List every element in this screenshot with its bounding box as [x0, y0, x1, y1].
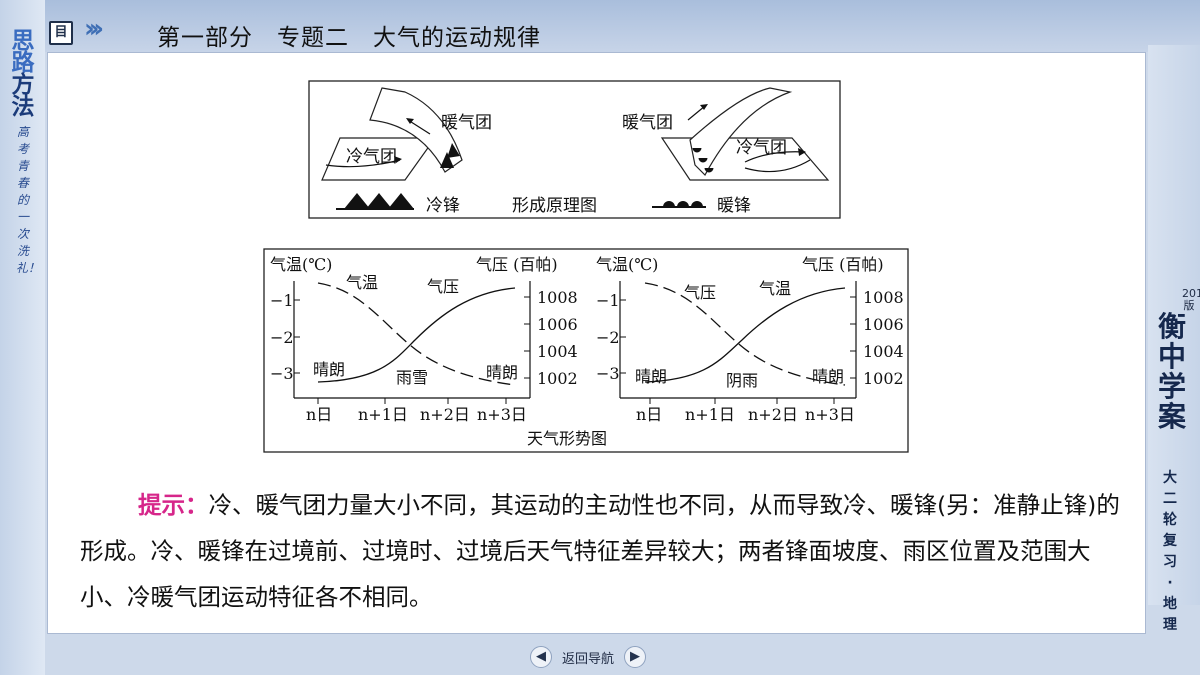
brand-title: 衡中学案 — [1157, 310, 1186, 433]
hint-paragraph: 提示：冷、暖气团力量大小不同，其运动的主动性也不同，从而导致冷、暖锋(另：准静止… — [80, 482, 1120, 620]
content-panel — [47, 52, 1146, 634]
left-sidebar — [0, 0, 45, 675]
back-to-nav-link[interactable]: 返回导航 — [562, 651, 615, 667]
left-side-branding: 思 路 方 法 高考青春的一次洗礼！ — [3, 27, 43, 277]
edition-year: 2019版 — [1182, 287, 1200, 312]
next-arrow-icon[interactable]: ▶ — [624, 646, 647, 668]
right-sidebar — [1148, 45, 1200, 605]
front-figure: 冷气团 暖气团 暖气团 冷气团 冷锋 形成原理图 暖锋 天气形势图 气温(℃) … — [263, 80, 909, 453]
cold-mass-label: 冷气团 — [346, 147, 397, 167]
side-big-char-3: 方 — [11, 71, 35, 98]
left-y-left-label: 气温(℃) — [270, 255, 332, 274]
right-x-tick-4: n+3日 — [805, 405, 855, 424]
bottom-figure-caption: 天气形势图 — [527, 429, 607, 448]
right-tick-y1: −1 — [596, 291, 620, 310]
left-x-tick-4: n+3日 — [477, 405, 527, 424]
cold-mass-label-right: 冷气团 — [736, 138, 787, 158]
right-weather-chart: 气温(℃) 气压 (百帕) −1 −2 −3 1008 1006 1004 10… — [596, 255, 904, 424]
left-pressure-curve-label: 气压 — [427, 277, 459, 296]
right-tick-p4: 1002 — [863, 369, 904, 388]
left-tick-p2: 1006 — [537, 315, 578, 334]
page-title: 第一部分 专题二 大气的运动规律 — [157, 25, 541, 51]
warm-front-diagram — [660, 87, 830, 181]
right-y-right-label: 气压 (百帕) — [802, 255, 884, 274]
hint-text: 冷、暖气团力量大小不同，其运动的主动性也不同，从而导致冷、暖锋(另：准静止锋)的… — [80, 491, 1120, 611]
left-pressure-curve — [317, 287, 516, 383]
cold-front-diagram — [321, 87, 463, 181]
right-weather-1: 晴朗 — [635, 367, 667, 386]
warm-mass-label-right: 暖气团 — [622, 113, 673, 133]
right-weather-2: 阴雨 — [726, 371, 758, 390]
left-tick-p1: 1008 — [537, 288, 578, 307]
side-big-char-4: 法 — [11, 93, 35, 120]
hint-label: 提示： — [138, 491, 209, 519]
left-tick-y2: −2 — [270, 328, 294, 347]
top-figure-frame — [308, 80, 841, 219]
right-tick-p2: 1006 — [863, 315, 904, 334]
right-weather-3: 晴朗 — [812, 367, 844, 386]
bottom-navigation: ◀ 返回导航 ▶ — [530, 646, 647, 668]
right-pressure-curve — [644, 282, 846, 386]
side-big-char-1: 思 — [11, 27, 35, 54]
left-weather-3: 晴朗 — [486, 363, 518, 382]
right-y-left-label: 气温(℃) — [596, 255, 658, 274]
book-subtitle: 大二轮复习·地理 — [1163, 470, 1177, 633]
previous-arrow-icon[interactable]: ◀ — [530, 646, 552, 668]
right-x-tick-2: n+1日 — [685, 405, 735, 424]
left-x-tick-1: n日 — [306, 405, 332, 424]
right-tick-p1: 1008 — [863, 288, 904, 307]
right-tick-y2: −2 — [596, 328, 620, 347]
right-temperature-curve — [644, 287, 846, 383]
left-tick-p4: 1002 — [537, 369, 578, 388]
header-bar — [0, 0, 1200, 52]
warm-mass-label-left: 暖气团 — [441, 113, 492, 133]
bottom-figure-frame — [263, 248, 909, 453]
left-weather-chart: 气温(℃) 气压 (百帕) −1 −2 −3 1008 1006 1004 10… — [270, 255, 578, 424]
cold-front-legend: 冷锋 — [426, 196, 460, 216]
left-weather-1: 晴朗 — [313, 360, 345, 379]
menu-icon[interactable]: 目 — [49, 21, 73, 45]
right-temp-curve-label: 气温 — [759, 279, 791, 298]
left-temp-curve-label: 气温 — [346, 273, 378, 292]
right-x-tick-1: n日 — [636, 405, 662, 424]
top-figure-caption: 形成原理图 — [512, 196, 597, 216]
side-big-char-2: 路 — [11, 49, 35, 76]
left-tick-y3: −3 — [270, 364, 294, 383]
left-tick-y1: −1 — [270, 291, 294, 310]
left-temperature-curve — [317, 282, 516, 386]
right-tick-y3: −3 — [596, 364, 620, 383]
left-x-tick-2: n+1日 — [358, 405, 408, 424]
left-y-right-label: 气压 (百帕) — [476, 255, 558, 274]
right-pressure-curve-label: 气压 — [684, 283, 716, 302]
left-tick-p3: 1004 — [537, 342, 578, 361]
right-tick-p3: 1004 — [863, 342, 904, 361]
warm-front-legend: 暖锋 — [717, 196, 751, 216]
warm-front-symbol — [652, 201, 706, 208]
left-x-tick-3: n+2日 — [420, 405, 470, 424]
right-x-tick-3: n+2日 — [748, 405, 798, 424]
cold-front-symbol — [336, 193, 414, 210]
left-weather-2: 雨雪 — [396, 368, 428, 387]
